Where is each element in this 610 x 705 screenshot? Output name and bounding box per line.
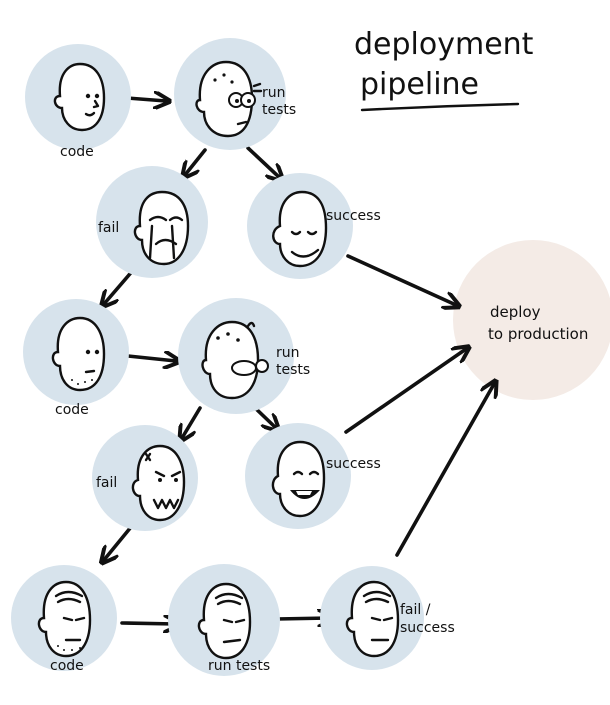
deploy-bubble bbox=[453, 240, 610, 400]
code-node-2: code bbox=[23, 299, 129, 418]
arrow-code3-to-run3 bbox=[120, 623, 176, 624]
run-tests-label-2b: tests bbox=[276, 362, 310, 378]
face-grumpy-icon bbox=[345, 580, 400, 658]
face-stubble-icon bbox=[51, 316, 106, 392]
face-neutral-icon bbox=[53, 62, 106, 132]
run-tests-label-2a: run bbox=[276, 345, 300, 361]
run-tests-label-1b: tests bbox=[262, 102, 296, 118]
title-underline bbox=[360, 102, 520, 112]
face-sweating-icon bbox=[201, 320, 269, 400]
face-crying-icon bbox=[133, 190, 190, 266]
outcome-label-3a: fail / bbox=[400, 602, 431, 618]
run-tests-label-3: run tests bbox=[208, 658, 270, 674]
arrow-code2-to-run2 bbox=[126, 356, 176, 361]
deploy-label-line-1: deploy bbox=[490, 303, 541, 321]
title-line-2: pipeline bbox=[360, 67, 479, 102]
face-laughing-icon bbox=[271, 440, 326, 518]
arrow-run2-to-fail2 bbox=[182, 406, 202, 438]
code-node-1: code bbox=[25, 44, 131, 160]
run-tests-node-3: run tests bbox=[168, 564, 280, 676]
run-tests-node-1: run tests bbox=[174, 38, 296, 150]
face-grumpy-icon bbox=[197, 582, 252, 660]
code-label-1: code bbox=[60, 144, 94, 160]
arrow-code1-to-run1 bbox=[125, 98, 166, 101]
arrow-fail1-to-code2 bbox=[104, 266, 137, 304]
face-happy-icon bbox=[272, 190, 328, 268]
outcome-node-3: fail / success bbox=[320, 566, 455, 670]
fail-label-2: fail bbox=[96, 475, 117, 491]
run-tests-node-2: run tests bbox=[178, 298, 310, 414]
outcome-label-3b: success bbox=[400, 620, 455, 636]
fail-node-1: fail bbox=[96, 166, 208, 278]
deploy-label-line-2: to production bbox=[488, 325, 588, 343]
code-label-3: code bbox=[50, 658, 84, 674]
fail-node-2: fail bbox=[92, 425, 198, 531]
success-node-1: success bbox=[247, 173, 381, 279]
face-grumpy-icon bbox=[37, 580, 92, 658]
title-line-1: deployment bbox=[354, 27, 534, 62]
arrow-success1-to-deploy bbox=[346, 254, 456, 305]
arrow-success2-to-deploy bbox=[344, 349, 466, 434]
code-node-3: code bbox=[11, 565, 117, 674]
face-nervous-icon bbox=[195, 60, 263, 138]
arrow-fail2-to-code3 bbox=[104, 525, 133, 560]
success-label-1: success bbox=[326, 208, 381, 224]
arrow-run1-to-fail1 bbox=[185, 148, 207, 175]
code-label-2: code bbox=[55, 402, 89, 418]
arrow-run1-to-success1 bbox=[246, 146, 280, 178]
fail-label-1: fail bbox=[98, 220, 119, 236]
run-tests-label-1a: run bbox=[262, 85, 286, 101]
deploy-node: deploy to production bbox=[453, 240, 610, 400]
success-label-2: success bbox=[326, 456, 381, 472]
title: deployment pipeline bbox=[354, 27, 534, 112]
success-node-2: success bbox=[245, 423, 381, 529]
arrow-outcome3-to-deploy bbox=[395, 384, 494, 557]
face-angry-icon bbox=[131, 444, 186, 522]
